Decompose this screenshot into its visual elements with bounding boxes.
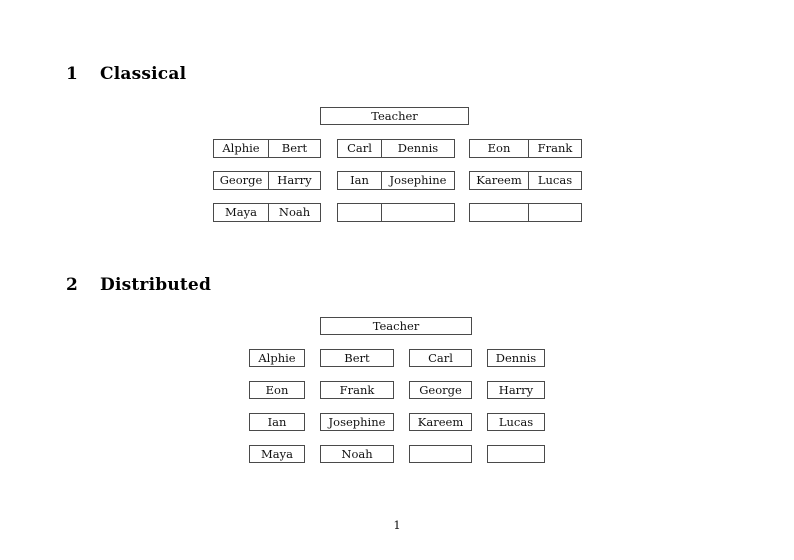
student-cell[interactable]: Josephine (381, 171, 455, 190)
student-cell[interactable]: George (213, 171, 269, 190)
section-heading-distributed: 2 Distributed (66, 275, 211, 295)
student-cell[interactable]: Lucas (487, 413, 545, 431)
classical-group-middle: Carl Dennis Ian Josephine (337, 139, 455, 222)
student-cell[interactable]: Eon (469, 139, 529, 158)
classical-group-left: Alphie Bert George Harry Maya Noah (213, 139, 321, 222)
section-number: 1 (66, 64, 79, 84)
section-heading-classical: 1 Classical (66, 64, 186, 84)
row-spacer (469, 157, 582, 172)
teacher-box-distributed[interactable]: Teacher (320, 317, 472, 335)
student-cell[interactable]: Harry (487, 381, 545, 399)
student-cell[interactable]: George (409, 381, 472, 399)
table-row: Eon Frank (469, 139, 582, 158)
student-cell-empty[interactable] (409, 445, 472, 463)
student-cell-empty[interactable] (487, 445, 545, 463)
student-cell[interactable]: Noah (320, 445, 394, 463)
student-cell[interactable]: Frank (320, 381, 394, 399)
row-spacer (469, 189, 582, 204)
student-cell[interactable]: Dennis (487, 349, 545, 367)
row-spacer (337, 189, 455, 204)
section-title: Classical (100, 64, 187, 84)
student-cell[interactable]: Dennis (381, 139, 455, 158)
section-number: 2 (66, 275, 79, 295)
page-number: 1 (393, 518, 401, 532)
student-cell[interactable]: Bert (320, 349, 394, 367)
row-spacer (213, 189, 321, 204)
table-row: Alphie Bert (213, 139, 321, 158)
table-row: George Harry (213, 171, 321, 190)
table-row (469, 203, 582, 222)
student-cell[interactable]: Alphie (213, 139, 269, 158)
student-cell[interactable]: Frank (528, 139, 582, 158)
student-cell[interactable]: Maya (249, 445, 305, 463)
student-cell[interactable]: Carl (409, 349, 472, 367)
table-row: Kareem Lucas (469, 171, 582, 190)
student-cell[interactable]: Eon (249, 381, 305, 399)
student-cell[interactable]: Carl (337, 139, 382, 158)
row-spacer (337, 157, 455, 172)
teacher-box-classical[interactable]: Teacher (320, 107, 469, 125)
student-cell[interactable]: Kareem (409, 413, 472, 431)
table-row (337, 203, 455, 222)
row-spacer (213, 157, 321, 172)
student-cell[interactable]: Josephine (320, 413, 394, 431)
student-cell-empty[interactable] (381, 203, 455, 222)
student-cell[interactable]: Ian (337, 171, 382, 190)
student-cell-empty[interactable] (337, 203, 382, 222)
student-cell-empty[interactable] (469, 203, 529, 222)
student-cell[interactable]: Ian (249, 413, 305, 431)
student-cell[interactable]: Bert (268, 139, 321, 158)
student-cell[interactable]: Maya (213, 203, 269, 222)
student-cell[interactable]: Noah (268, 203, 321, 222)
classical-group-right: Eon Frank Kareem Lucas (469, 139, 582, 222)
student-cell[interactable]: Alphie (249, 349, 305, 367)
student-cell[interactable]: Kareem (469, 171, 529, 190)
student-cell[interactable]: Harry (268, 171, 321, 190)
section-title: Distributed (100, 275, 212, 295)
table-row: Ian Josephine (337, 171, 455, 190)
table-row: Carl Dennis (337, 139, 455, 158)
table-row: Maya Noah (213, 203, 321, 222)
student-cell-empty[interactable] (528, 203, 582, 222)
student-cell[interactable]: Lucas (528, 171, 582, 190)
